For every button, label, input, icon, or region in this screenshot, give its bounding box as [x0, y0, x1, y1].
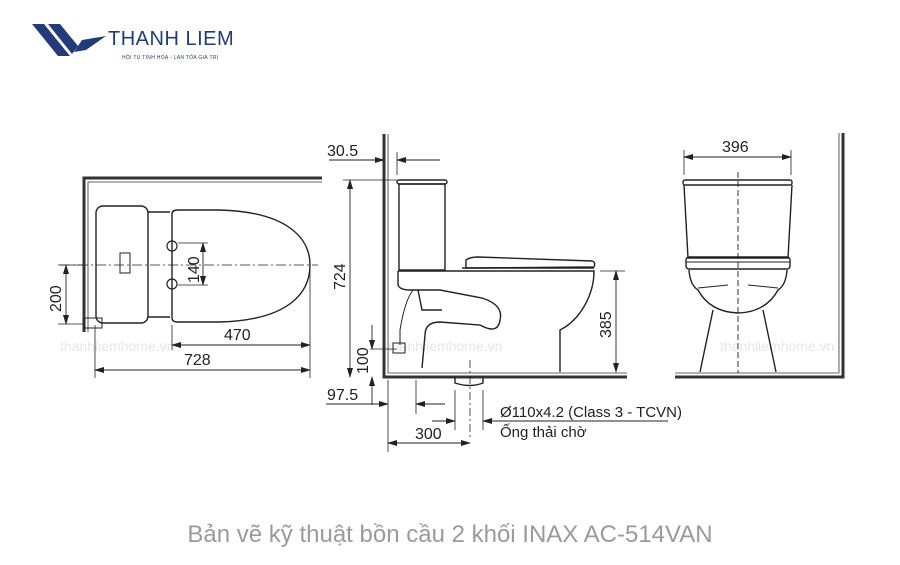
- brand-tagline: HỘI TỤ TINH HOA - LAN TỎA GIÁ TRỊ: [122, 55, 219, 61]
- watermark-front-view: thanhliemhome.vn: [720, 338, 834, 354]
- brand-logo: THANH LIEM HỘI TỤ TINH HOA - LAN TỎA GIÁ…: [30, 20, 250, 65]
- brand-name: THANH LIEM: [108, 28, 235, 50]
- top-view: [58, 176, 322, 378]
- side-view: [326, 134, 668, 452]
- dim-724-label: 724: [332, 263, 349, 290]
- dim-728-label: 728: [184, 352, 211, 369]
- dim-385-label: 385: [598, 311, 615, 338]
- drawing-caption: Bản vẽ kỹ thuật bồn cầu 2 khối INAX AC-5…: [187, 521, 713, 548]
- watermark-top-view: thanhliemhome.vn: [60, 338, 174, 354]
- dim-396-label: 396: [722, 139, 749, 156]
- pipe-spec-label: Ø110x4.2 (Class 3 - TCVN): [500, 404, 682, 421]
- logo-mark-icon: [32, 24, 106, 56]
- dim-100-label: 100: [355, 347, 372, 374]
- pipe-label: Ống thải chờ: [500, 423, 587, 441]
- front-view: [675, 133, 845, 379]
- watermark-side-view: thanhliemhome.vn: [388, 338, 502, 354]
- dim-300-label: 300: [415, 426, 442, 443]
- dim-140-label: 140: [186, 256, 203, 283]
- dim-30-5-label: 30.5: [327, 143, 358, 160]
- dim-470-label: 470: [224, 327, 251, 344]
- dim-97-5-label: 97.5: [327, 387, 358, 404]
- dim-200-label: 200: [48, 285, 65, 312]
